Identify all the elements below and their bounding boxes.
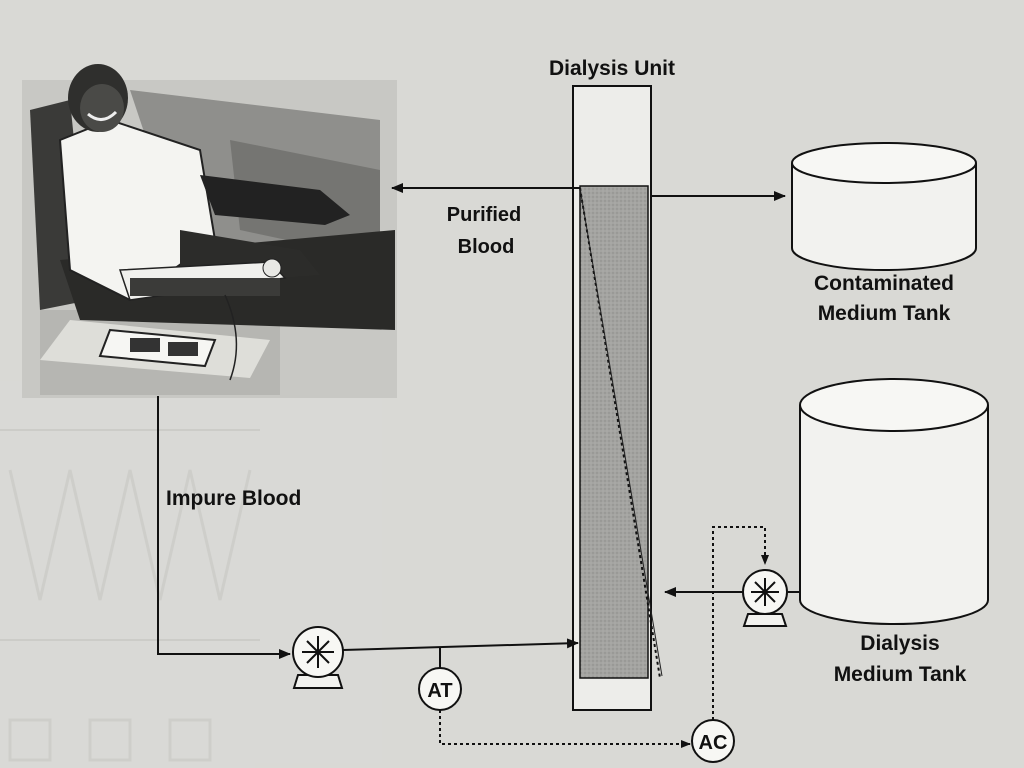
blood-pump <box>292 626 344 689</box>
blood-inlet-line <box>342 638 579 651</box>
at-to-ac-signal-line <box>439 710 691 748</box>
dialysis-tank-label-line2: Medium Tank <box>834 663 967 686</box>
impure-blood-label: Impure Blood <box>166 487 301 510</box>
purified-blood-label-line2: Blood <box>458 236 515 258</box>
contaminated-tank-label-line2: Medium Tank <box>818 302 951 325</box>
dialysis-unit <box>572 85 663 711</box>
dialysis-tank-label-line1: Dialysis <box>860 632 939 655</box>
dialysis-medium-tank <box>799 378 989 625</box>
membrane-line <box>579 187 661 679</box>
ac-to-pump-signal-line <box>712 526 769 720</box>
analyzer-controller-label: AC <box>699 732 728 754</box>
impure-blood-line <box>157 396 291 659</box>
contaminated-tank-label-line1: Contaminated <box>814 272 954 295</box>
patient-illustration <box>22 64 397 398</box>
purified-blood-label-line1: Purified <box>447 204 521 226</box>
dialysis-unit-label: Dialysis Unit <box>549 57 675 80</box>
analyzer-transmitter-label: AT <box>427 680 452 702</box>
contaminated-medium-tank <box>791 142 977 271</box>
dialysis-medium-pump <box>742 569 788 627</box>
